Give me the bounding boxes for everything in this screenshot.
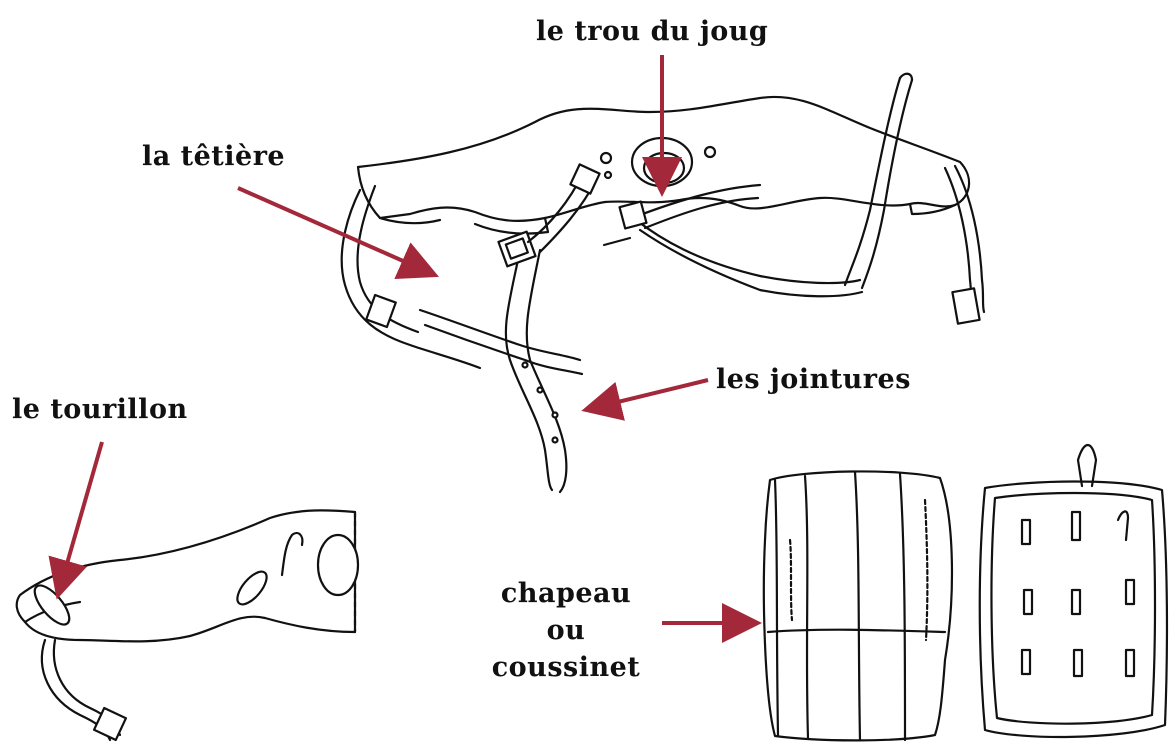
label-pad-line3: coussinet: [486, 654, 646, 681]
label-joints: les jointures: [716, 366, 911, 393]
label-yoke-hole: le trou du joug: [536, 18, 768, 45]
label-headpiece: la têtière: [142, 143, 285, 170]
pad-drawing-front: [764, 471, 952, 740]
pad-drawing-back: [980, 445, 1167, 737]
pivot-yoke-drawing: [17, 510, 358, 740]
label-pad-line1: chapeau: [496, 580, 636, 607]
label-pad-line2: ou: [496, 617, 636, 644]
arrow-joints: [593, 380, 708, 408]
label-pivot: le tourillon: [12, 396, 188, 423]
